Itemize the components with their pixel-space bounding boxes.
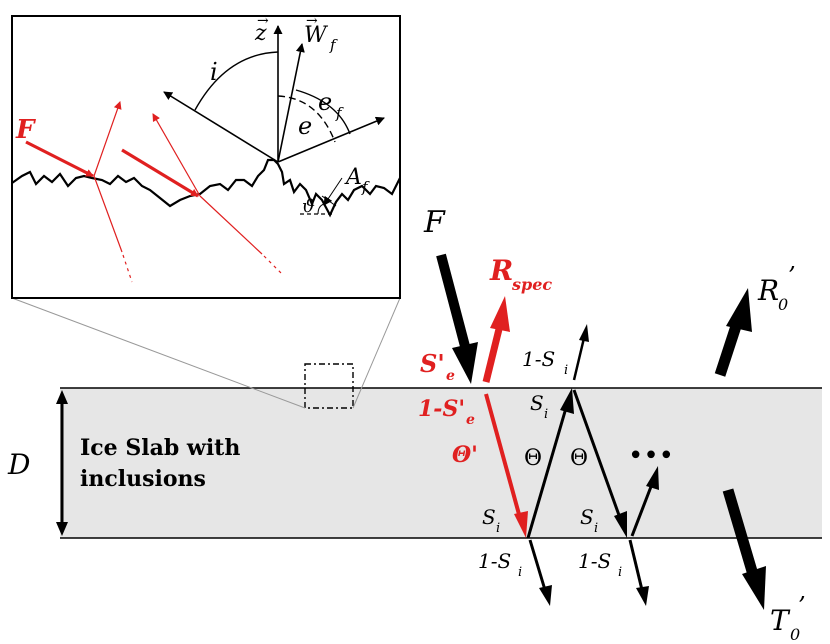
slab-label-line2: inclusions — [80, 466, 206, 492]
z-axis-label: z — [254, 21, 267, 46]
total-reflectance-sub: 0 — [778, 295, 788, 314]
external-transmittance-label: 1-S' — [418, 396, 465, 422]
internal-reflectance-top-sub: i — [544, 407, 548, 422]
internal-ray-up-3 — [630, 483, 654, 537]
facet-normal-arrow-glyph: → — [306, 13, 318, 29]
internal-reflectance-top: S — [530, 391, 544, 415]
total-reflectance-prime: ’ — [788, 262, 796, 290]
transmit-bottom-2-head — [636, 586, 649, 606]
inset-refracted-ray-1-dashed — [122, 254, 133, 283]
facet-normal-vector — [277, 43, 305, 163]
total-reflectance-arrow — [714, 318, 744, 377]
total-reflectance-head — [726, 288, 752, 332]
inset-refracted-ray-1 — [93, 175, 123, 253]
total-transmittance-label: T — [770, 604, 791, 637]
facet-area-sub: f — [361, 178, 370, 196]
refracted-ray-in-slab — [484, 393, 522, 519]
z-axis-arrow-glyph: → — [257, 13, 269, 29]
specular-reflection-head — [490, 296, 510, 332]
facet-tick — [321, 195, 337, 207]
total-transmittance-sub: 0 — [790, 625, 800, 644]
angle-arc-e — [277, 95, 336, 143]
refraction-angle-label: Θ' — [452, 442, 478, 468]
thickness-arrow — [56, 390, 68, 536]
internal-transmittance-bottom-2-sub: i — [618, 565, 622, 580]
inset-reflected-ray-2 — [152, 113, 201, 197]
internal-transmit-top — [572, 337, 586, 381]
incident-flux-head — [452, 342, 478, 384]
inset-refracted-ray-2 — [199, 195, 263, 255]
inset-incident-ray-2 — [121, 148, 199, 198]
internal-angle-label-1: Θ — [524, 446, 542, 471]
thickness-label: D — [7, 448, 30, 481]
facet-area-label: A — [344, 165, 362, 190]
incident-flux-arrow — [436, 253, 471, 352]
inset-frame — [11, 15, 401, 299]
specular-reflection-arrow — [482, 324, 504, 383]
specular-label: R — [489, 254, 513, 287]
inset-incident-ray-1 — [25, 140, 94, 178]
internal-reflectance-bottom-1-sub: i — [496, 521, 500, 536]
transmit-bottom-1-head — [539, 585, 552, 606]
inset-flux-label: F — [15, 115, 36, 145]
internal-reflectance-bottom-2: S — [580, 505, 594, 529]
refracted-ray-head — [514, 511, 528, 538]
facet-emergence-angle-sub: f — [335, 104, 344, 122]
internal-ray-down-2 — [572, 389, 622, 519]
internal-transmittance-bottom-2: 1-S — [578, 549, 611, 573]
internal-transmittance-bottom-1-sub: i — [518, 565, 522, 580]
emergence-direction-vector — [277, 116, 385, 163]
facet-slope-label: ϑ — [302, 196, 315, 217]
continuation-dots: ••• — [628, 441, 674, 471]
slab-label-line1: Ice Slab with — [80, 435, 240, 461]
zoom-leader-left — [11, 297, 306, 409]
ice-slab — [60, 388, 822, 538]
total-transmittance-arrow — [722, 488, 760, 580]
total-reflectance-label: R — [757, 274, 779, 307]
transmit-bottom-2 — [628, 539, 644, 591]
inset-refracted-ray-2-dashed — [263, 255, 283, 275]
total-transmittance-head — [742, 566, 766, 610]
facet-normal-label: W — [304, 23, 329, 48]
rough-surface — [11, 158, 401, 218]
internal-transmit-top-head — [579, 324, 589, 342]
internal-transmittance-top-sub: i — [564, 363, 568, 378]
internal-ray-down-2-head — [614, 511, 627, 538]
angle-arc-ef — [295, 89, 351, 135]
internal-transmittance-bottom-1: 1-S — [478, 549, 511, 573]
inset-reflected-ray-1 — [93, 101, 122, 177]
emergence-angle-label: e — [298, 112, 312, 140]
internal-angle-label-2: Θ — [570, 446, 588, 471]
zoom-region-box — [304, 363, 354, 409]
internal-ray-up-1-head — [560, 388, 574, 414]
external-reflectance-sub: e — [446, 368, 455, 384]
total-transmittance-prime: ’ — [798, 592, 806, 620]
facet-slope-arc — [317, 203, 325, 215]
transmit-bottom-1 — [528, 539, 547, 591]
internal-reflectance-bottom-2-sub: i — [594, 521, 598, 536]
external-transmittance-sub: e — [466, 412, 475, 428]
internal-transmittance-top: 1-S — [522, 347, 555, 371]
specular-sub: spec — [511, 275, 552, 294]
internal-reflectance-bottom-1: S — [482, 505, 496, 529]
internal-ray-up-3-head — [646, 466, 659, 490]
external-reflectance-label: S' — [420, 349, 445, 378]
incidence-angle-label: i — [210, 58, 218, 86]
incidence-direction-vector — [163, 91, 279, 163]
facet-area-arrow — [323, 177, 343, 206]
angle-arc-i — [194, 51, 279, 111]
facet-emergence-angle-label: e — [318, 88, 332, 116]
internal-ray-up-1 — [526, 407, 568, 539]
zoom-leader-right — [352, 297, 401, 409]
facet-normal-sub: f — [329, 36, 338, 54]
incident-flux-label: F — [423, 205, 446, 240]
